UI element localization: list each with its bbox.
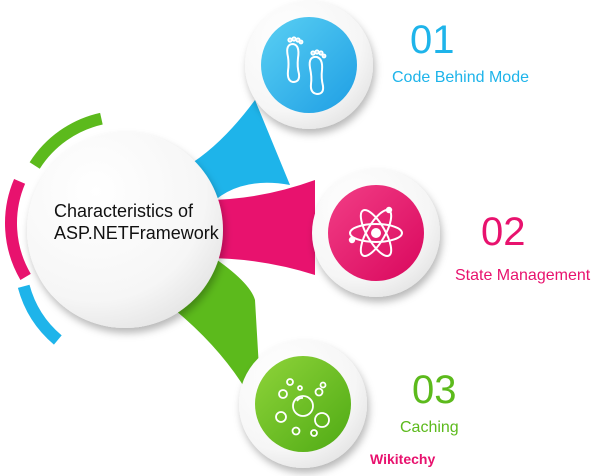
item-3-node [239,340,367,468]
item-3-number: 03 [412,368,457,412]
item-2-number: 02 [481,210,526,254]
item-1-number: 01 [410,18,455,62]
main-circle [27,132,223,328]
connector-pink [205,180,315,275]
arc-blue [17,284,62,345]
item-3-label: Caching [400,419,459,436]
main-title-line2: ASP.NETFramework [54,223,219,243]
arc-pink [5,179,31,280]
footprints-icon [286,36,327,96]
atom-icon [348,206,403,257]
main-title: Characteristics of ASP.NETFramework [54,200,234,244]
item-1-node [245,1,373,129]
bubbles-icon [275,378,330,437]
arc-green [29,112,103,169]
item-1-label: Code Behind Mode [392,69,529,86]
brand-logo-text: Wikitechy [370,451,436,467]
main-title-line1: Characteristics of [54,201,194,221]
item-2-node [312,169,440,297]
item-2-label: State Management [455,267,591,284]
item-3-badge [255,356,351,452]
